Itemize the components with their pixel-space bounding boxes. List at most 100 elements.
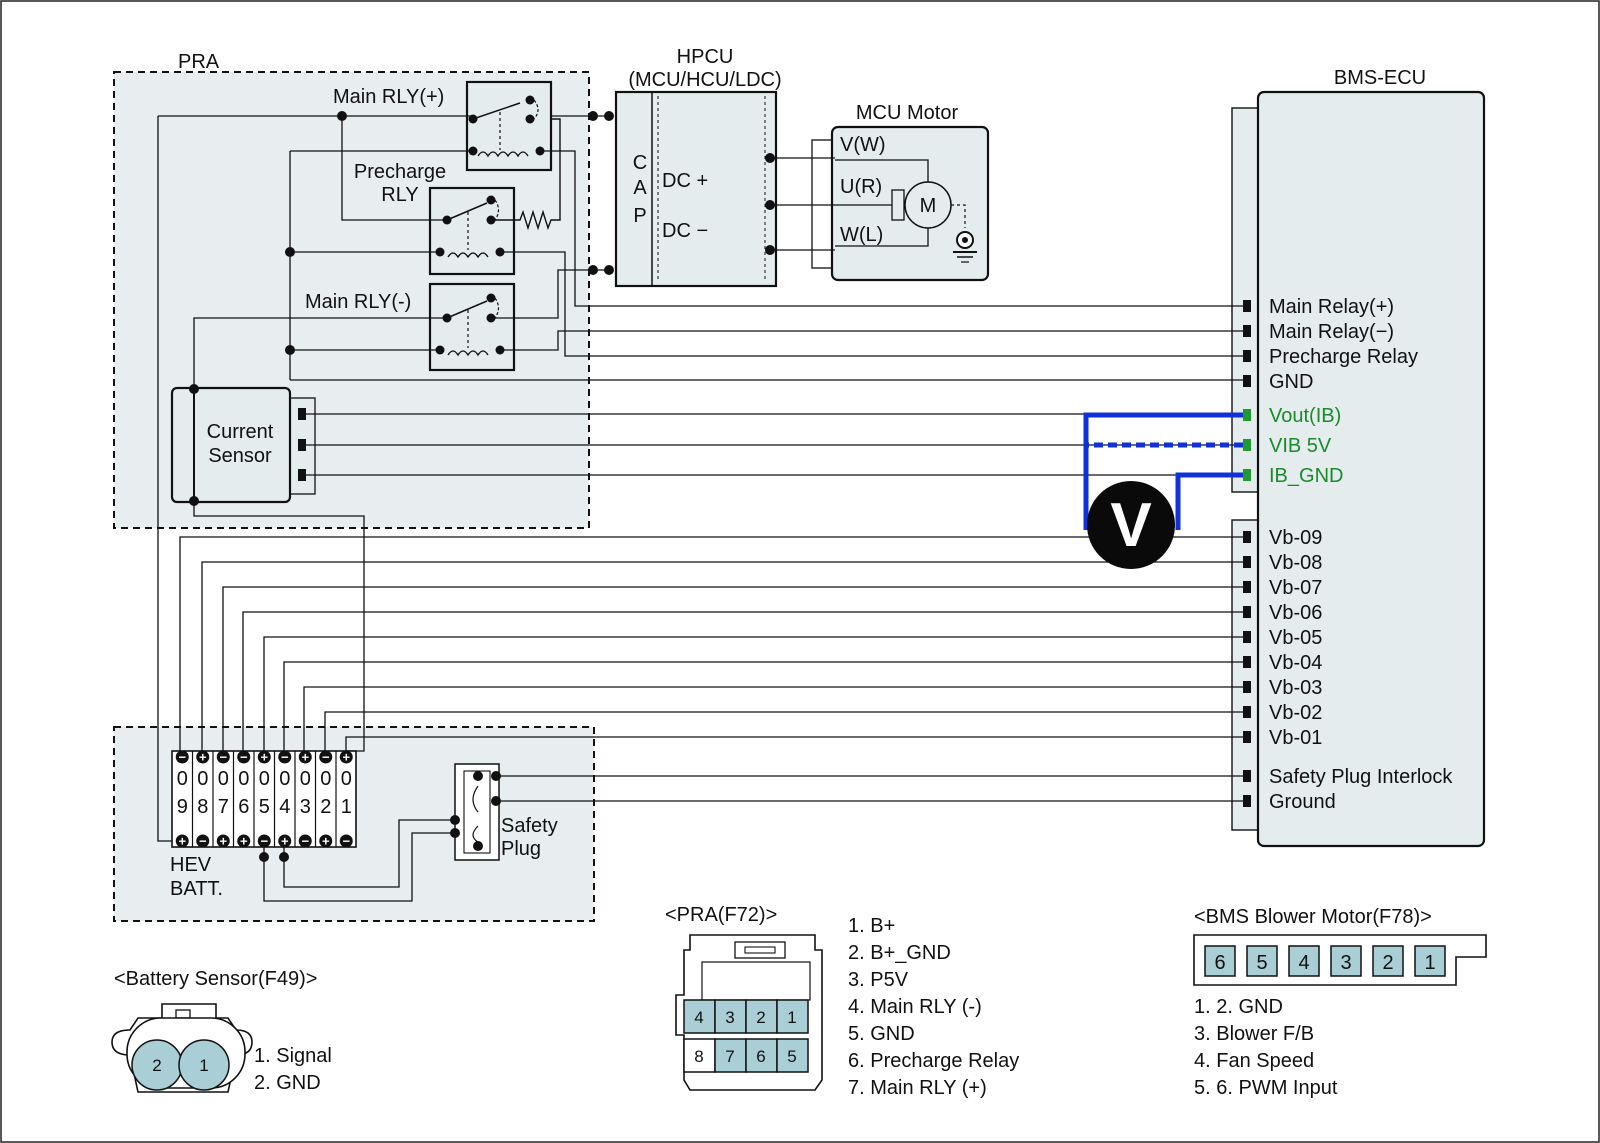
blower-pin-1: 1 — [1424, 952, 1435, 974]
bms-blower-connector: <BMS Blower Motor(F78)> 6 5 4 3 2 1 1. 2… — [1193, 906, 1487, 1099]
battery-cell-polarity: + — [260, 750, 268, 765]
pin-vb-02: Vb-02 — [1269, 702, 1322, 724]
ecu-relay-pins: Main Relay(+) Main Relay(−) Precharge Re… — [1243, 296, 1418, 393]
battery-cell: +−03 — [298, 750, 312, 849]
pra-f72-pin-4: 4 — [694, 1008, 703, 1027]
precharge-resistor — [491, 118, 561, 231]
pra-f72-legend-1: 1. B+ — [848, 915, 895, 937]
hpcu-cap-p: P — [633, 205, 646, 227]
pra-f72-pin-8: 8 — [694, 1047, 703, 1066]
safety-plug-label: Safety — [501, 815, 558, 837]
battery-sensor-pin-2: 2 — [152, 1056, 161, 1075]
pra-f72-legend-6: 6. Precharge Relay — [848, 1050, 1019, 1072]
battery-cell-number: 0 — [218, 768, 229, 790]
battery-sensor-pin-1: 1 — [199, 1056, 208, 1075]
pra-f72-legend-7: 7. Main RLY (+) — [848, 1077, 987, 1099]
wires — [157, 111, 1243, 842]
battery-cell-polarity: + — [322, 834, 330, 849]
current-sensor-label-2: Sensor — [208, 445, 272, 467]
blower-legend-1: 1. 2. GND — [1194, 996, 1283, 1018]
pin-vb-09: Vb-09 — [1269, 527, 1322, 549]
main-relay-minus: Main RLY(-) — [305, 282, 516, 372]
battery-cell-number: 0 — [177, 768, 188, 790]
hpcu-cap-c: C — [633, 152, 647, 174]
pra-title: PRA — [178, 51, 220, 73]
precharge-relay-label-2: RLY — [381, 184, 418, 206]
motor-symbol: M — [920, 195, 937, 217]
phase-u: U(R) — [840, 176, 882, 198]
battery-sensor-legend-1: 1. Signal — [254, 1045, 332, 1067]
voltmeter-symbol: V — [1110, 491, 1151, 560]
hpcu-unit: HPCU (MCU/HCU/LDC) C A P DC + DC − — [604, 46, 782, 288]
battery-cell-polarity: − — [322, 750, 330, 765]
battery-cell: +−01 — [339, 750, 353, 849]
pra-f72-pin-7: 7 — [725, 1047, 734, 1066]
battery-cell-number: 7 — [218, 796, 229, 818]
battery-cell-number: 0 — [320, 768, 331, 790]
voltmeter-probe-wires — [1083, 412, 1243, 530]
battery-cell: +−05 — [257, 750, 271, 849]
battery-sensor-legend-2: 2. GND — [254, 1072, 321, 1094]
ecu-sensor-pins: Vout(IB) VIB 5V IB_GND — [1243, 405, 1343, 487]
ecu-plug-pins: Safety Plug Interlock Ground — [1243, 766, 1453, 813]
pin-main-relay-plus: Main Relay(+) — [1269, 296, 1394, 318]
pra-f72-legend-3: 3. P5V — [848, 969, 909, 991]
battery-cell-number: 9 — [177, 796, 188, 818]
battery-cell: −+06 — [237, 750, 251, 849]
battery-cell-number: 3 — [300, 796, 311, 818]
battery-cell-polarity: − — [281, 750, 289, 765]
battery-cell: −+04 — [278, 750, 292, 849]
battery-cell-number: 0 — [259, 768, 270, 790]
safety-plug-label-2: Plug — [501, 838, 541, 860]
battery-cell-number: 0 — [197, 768, 208, 790]
pra-f72-title: <PRA(F72)> — [665, 904, 777, 926]
pra-f72-connector: <PRA(F72)> 4 3 2 1 8 7 6 5 1. B+ 2. B+_G… — [665, 904, 1019, 1099]
pra-f72-pin-6: 6 — [756, 1047, 765, 1066]
safety-plug: Safety Plug — [450, 763, 558, 861]
hpcu-subtitle: (MCU/HCU/LDC) — [628, 69, 781, 91]
hpcu-dc-plus: DC + — [662, 170, 708, 192]
battery-cell-polarity: − — [199, 834, 207, 849]
pin-vb-08: Vb-08 — [1269, 552, 1322, 574]
blower-legend-2: 3. Blower F/B — [1194, 1023, 1314, 1045]
battery-cell-polarity: − — [178, 750, 186, 765]
blower-legend-3: 4. Fan Speed — [1194, 1050, 1314, 1072]
battery-cell-polarity: + — [342, 750, 350, 765]
pin-safety-plug-interlock: Safety Plug Interlock — [1269, 766, 1453, 788]
battery-cell-polarity: − — [342, 834, 350, 849]
pin-gnd: GND — [1269, 371, 1313, 393]
battery-cell-number: 4 — [279, 796, 290, 818]
battery-cell-number: 0 — [279, 768, 290, 790]
pin-precharge-relay: Precharge Relay — [1269, 346, 1418, 368]
battery-cell: −+02 — [319, 750, 333, 849]
phase-w: W(L) — [840, 224, 883, 246]
battery-cell-number: 8 — [197, 796, 208, 818]
blower-pin-4: 4 — [1298, 952, 1309, 974]
main-relay-plus-label: Main RLY(+) — [333, 86, 444, 108]
blower-pin-6: 6 — [1214, 952, 1225, 974]
pin-vout-ib: Vout(IB) — [1269, 405, 1341, 427]
battery-cell-polarity: − — [240, 750, 248, 765]
battery-label-2: BATT. — [170, 878, 223, 900]
bms-ecu-unit: BMS-ECU — [1231, 67, 1486, 848]
main-relay-minus-label: Main RLY(-) — [305, 291, 411, 313]
mcu-motor-title: MCU Motor — [856, 102, 959, 124]
pra-f72-pin-3: 3 — [725, 1008, 734, 1027]
battery-cell-number: 0 — [300, 768, 311, 790]
pra-f72-pin-2: 2 — [756, 1008, 765, 1027]
voltmeter-icon: V — [1087, 481, 1175, 569]
mcu-motor-unit: MCU Motor V(W) U(R) W(L) M — [811, 102, 990, 282]
battery-cell-polarity: + — [240, 834, 248, 849]
pra-f72-legend-5: 5. GND — [848, 1023, 915, 1045]
current-sensor: Current Sensor — [170, 384, 316, 506]
battery-cell: −+09 — [175, 750, 189, 849]
battery-label: HEV — [170, 854, 212, 876]
bms-blower-title: <BMS Blower Motor(F78)> — [1194, 906, 1432, 928]
precharge-relay-label: Precharge — [354, 161, 446, 183]
phase-v: V(W) — [840, 134, 886, 156]
battery-cell-polarity: − — [260, 834, 268, 849]
pra-f72-pin-5: 5 — [787, 1047, 796, 1066]
pin-vb-01: Vb-01 — [1269, 727, 1322, 749]
pin-vb-05: Vb-05 — [1269, 627, 1322, 649]
battery-sensor-connector: <Battery Sensor(F49)> 2 1 1. Signal 2. G… — [111, 968, 332, 1094]
